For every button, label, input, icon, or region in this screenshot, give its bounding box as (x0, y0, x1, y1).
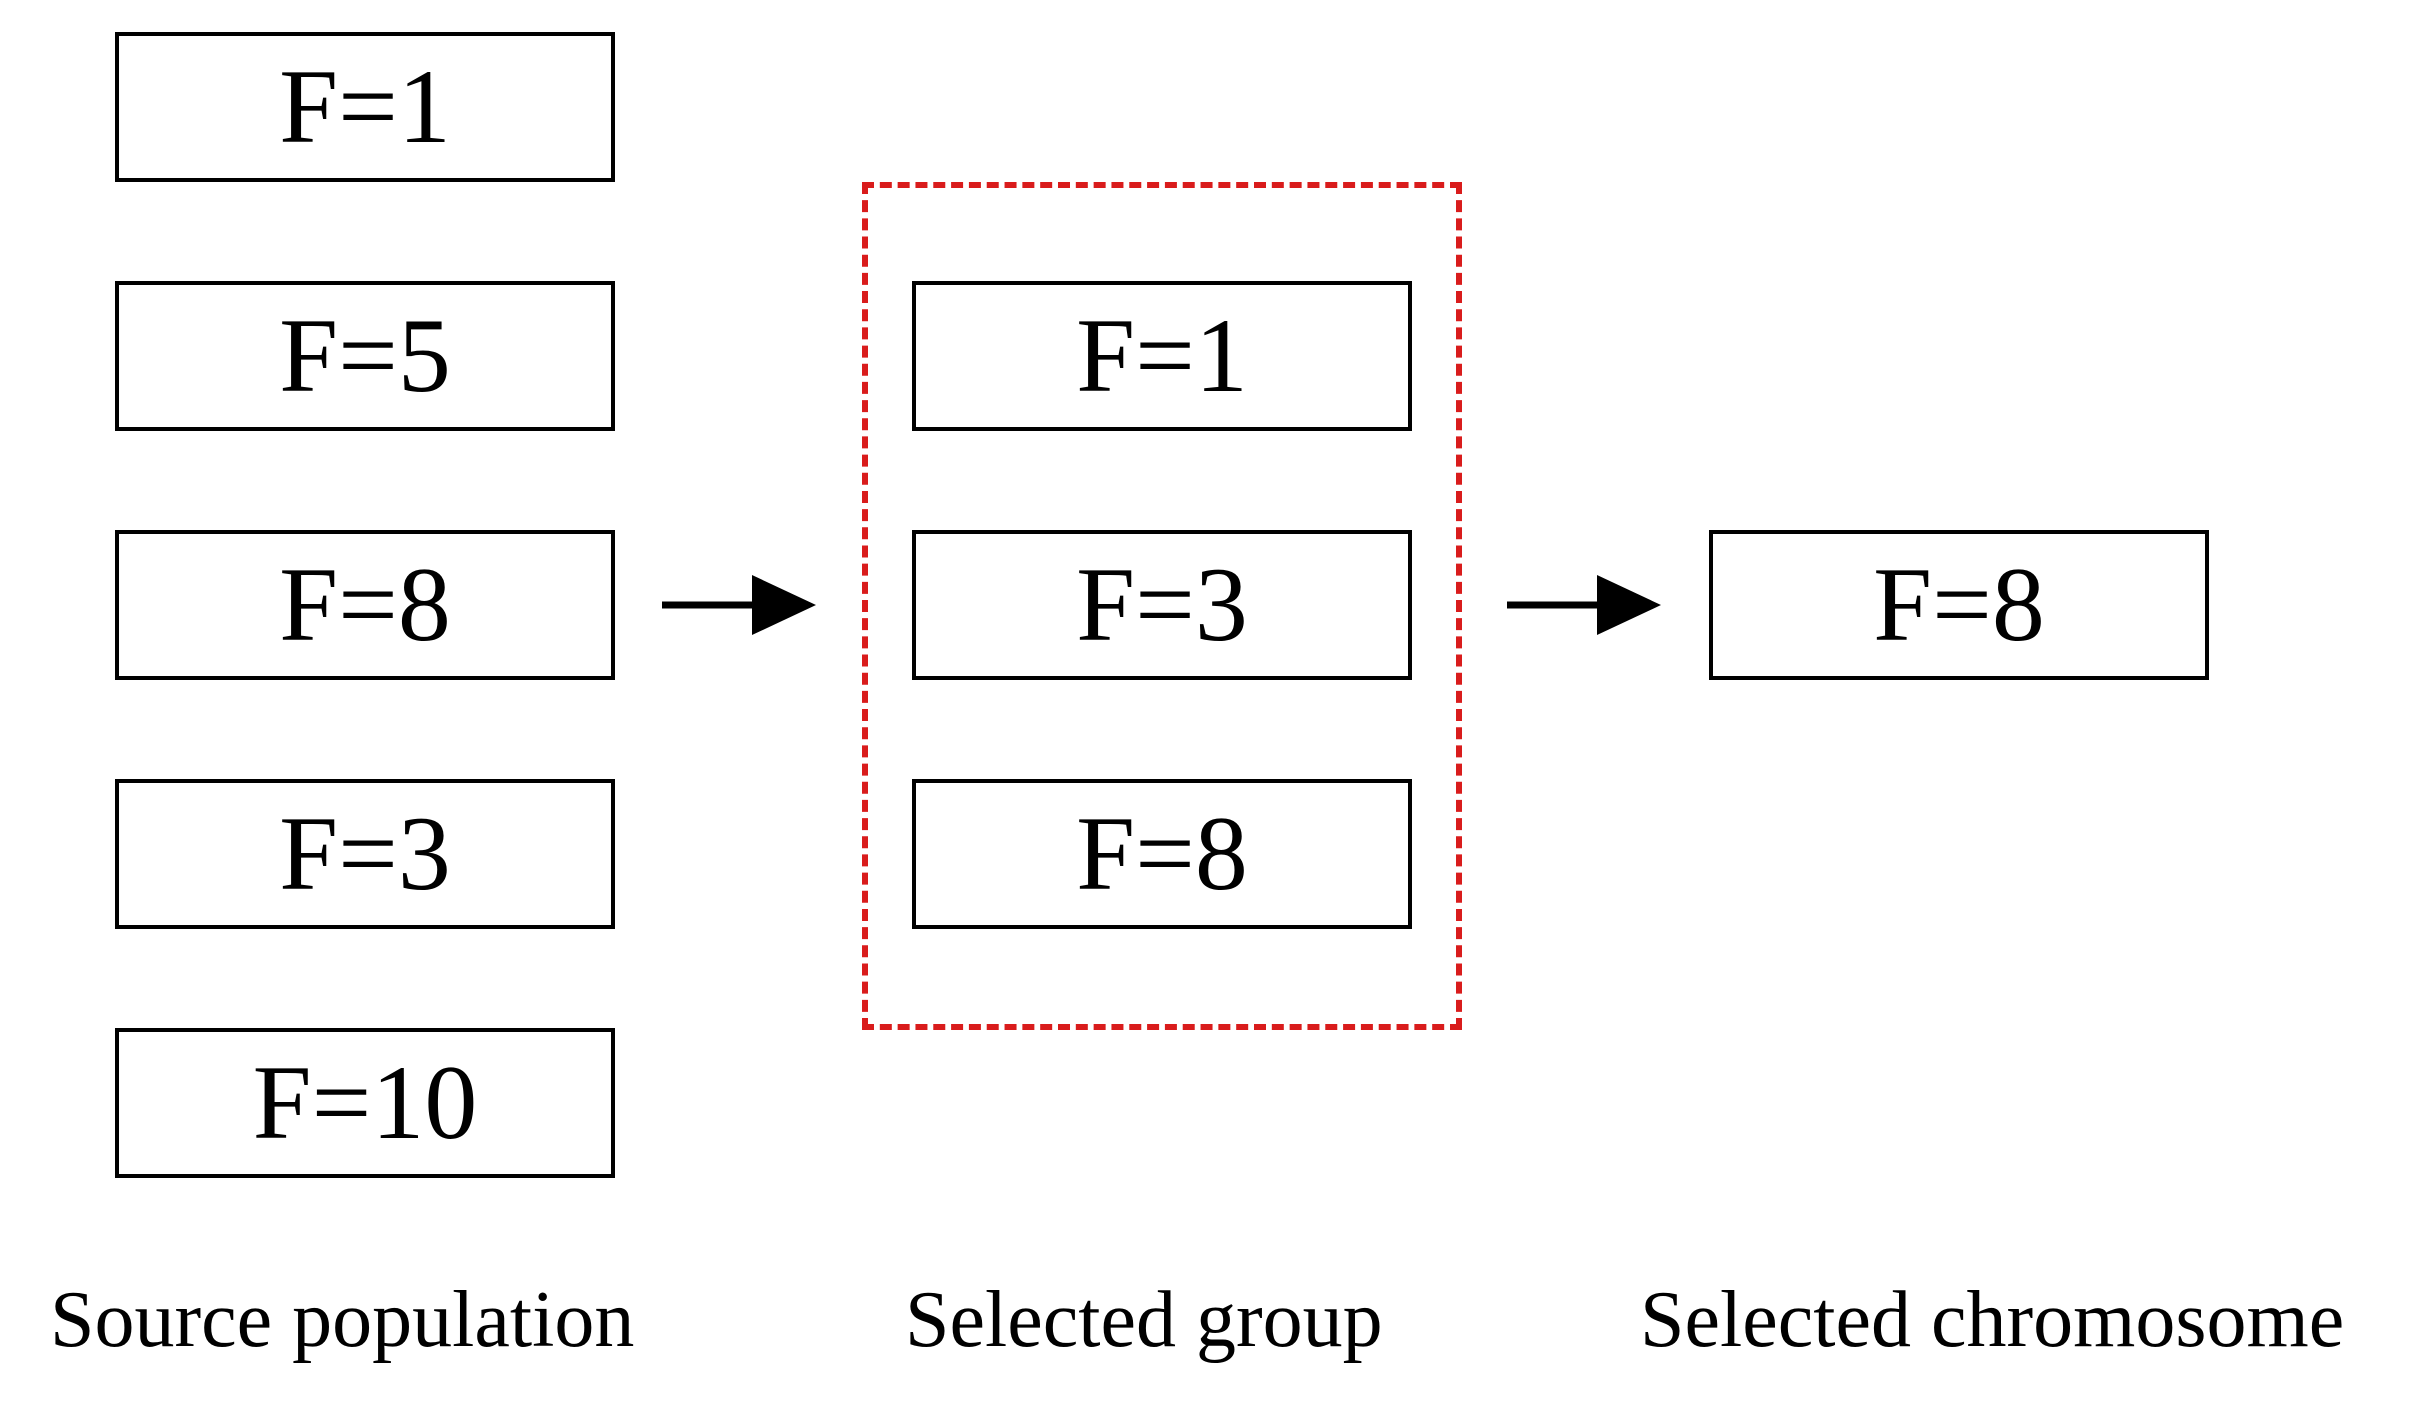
group-chromosome-2: F=3 (912, 530, 1412, 680)
group-chromosome-1: F=1 (912, 281, 1412, 431)
source-chromosome-2: F=5 (115, 281, 615, 431)
source-chromosome-5: F=10 (115, 1028, 615, 1178)
source-population-label: Source population (50, 1276, 635, 1364)
arrow-right-icon (662, 575, 816, 635)
selected-chromosome: F=8 (1709, 530, 2209, 680)
arrow-right-icon (1507, 575, 1661, 635)
selected-group-label: Selected group (905, 1276, 1383, 1364)
selected-chromosome-label: Selected chromosome (1640, 1276, 2345, 1364)
source-chromosome-4: F=3 (115, 779, 615, 929)
group-chromosome-3: F=8 (912, 779, 1412, 929)
source-chromosome-3: F=8 (115, 530, 615, 680)
source-chromosome-1: F=1 (115, 32, 615, 182)
selected-group-frame (862, 182, 1462, 1030)
